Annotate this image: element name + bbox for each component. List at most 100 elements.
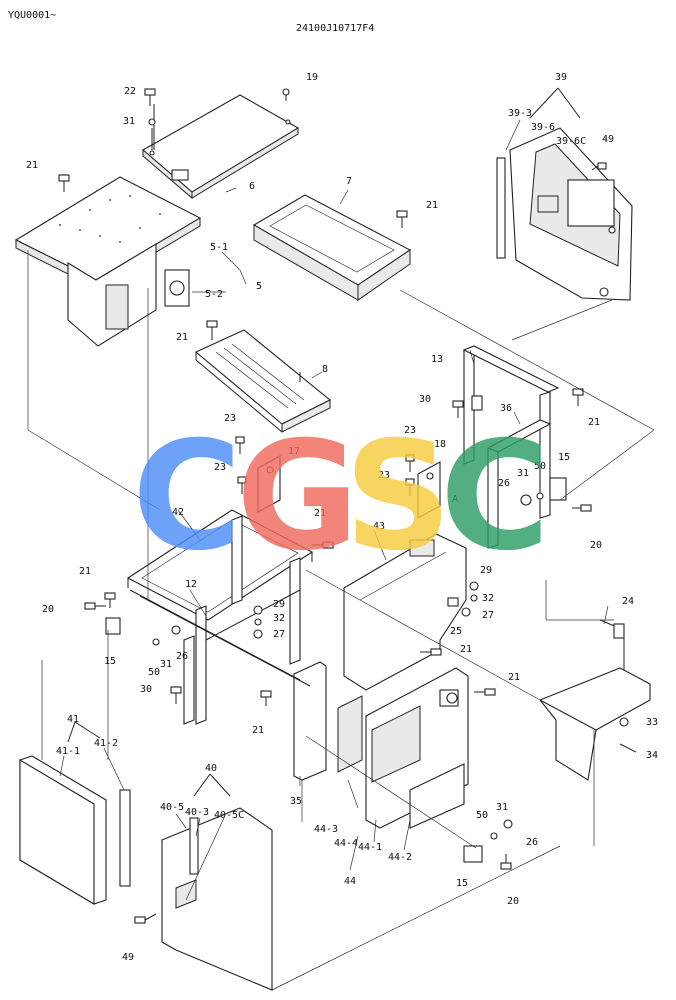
callout-5: 5 (256, 281, 262, 292)
callout-40-3: 40-3 (185, 807, 209, 818)
watermark-letter-c: C (132, 410, 242, 584)
callout-8: 8 (322, 364, 328, 375)
callout-18: 18 (434, 439, 446, 450)
callout-21: 21 (426, 200, 438, 211)
callout-27: 27 (482, 610, 494, 621)
callout-44: 44 (344, 876, 356, 887)
callout-31: 31 (160, 659, 172, 670)
callout-21: 21 (176, 332, 188, 343)
watermark-letter-g: G (236, 410, 359, 584)
callout-42: 42 (172, 507, 184, 518)
callout-15: 15 (104, 656, 116, 667)
fasteners (58, 88, 637, 924)
callout-33: 33 (646, 717, 658, 728)
callout-25: 25 (450, 626, 462, 637)
callout-21: 21 (460, 644, 472, 655)
callout-17: 17 (288, 446, 300, 457)
callout-20: 20 (507, 896, 519, 907)
callout-50: 50 (148, 667, 160, 678)
callout-21: 21 (79, 566, 91, 577)
callout-34: 34 (646, 750, 658, 761)
callout-labels: 22 19 31 6 21 7 21 5-1 5 5-2 21 8 39 39-… (26, 72, 658, 963)
callout-30: 30 (419, 394, 431, 405)
callout-26: 26 (176, 651, 188, 662)
callout-31: 31 (123, 116, 135, 127)
callout-15: 15 (456, 878, 468, 889)
part-39-door (496, 87, 633, 301)
callout-50: 50 (534, 461, 546, 472)
part-44-side-panel (337, 667, 469, 829)
callout-39-3: 39-3 (508, 108, 532, 119)
callout-19: 19 (306, 72, 318, 83)
callout-23: 23 (378, 470, 390, 481)
callout-23: 23 (214, 462, 226, 473)
callout-32: 32 (482, 593, 494, 604)
callout-23: 23 (404, 425, 416, 436)
callout-6: 6 (249, 181, 255, 192)
callout-24: 24 (622, 596, 634, 607)
callout-21: 21 (508, 672, 520, 683)
callout-26: 26 (526, 837, 538, 848)
callout-15: 15 (558, 452, 570, 463)
reference-mark-a: A (452, 494, 458, 505)
callout-13: 13 (431, 354, 443, 365)
part-13-36-rear-frame (462, 345, 567, 549)
callout-21: 21 (588, 417, 600, 428)
callout-22: 22 (124, 86, 136, 97)
callout-12: 12 (185, 579, 197, 590)
watermark-logo: C G S C (132, 410, 550, 584)
hinge-brackets (105, 617, 483, 863)
callout-23: 23 (224, 413, 236, 424)
callout-39-6: 39-6 (531, 122, 555, 133)
callout-44-4: 44-4 (334, 838, 358, 849)
callout-31: 31 (517, 468, 529, 479)
callout-39: 39 (555, 72, 567, 83)
callout-5-1: 5-1 (210, 242, 228, 253)
callout-39-6C: 39-6C (556, 136, 586, 147)
callout-27: 27 (273, 629, 285, 640)
callout-30: 30 (140, 684, 152, 695)
watermark-letter-c-2: C (440, 410, 550, 584)
callout-41-1: 41-1 (56, 746, 80, 757)
callout-26: 26 (498, 478, 510, 489)
callout-32: 32 (273, 613, 285, 624)
latch-assemblies (257, 455, 441, 519)
callout-36: 36 (500, 403, 512, 414)
callout-44-2: 44-2 (388, 852, 412, 863)
callout-5-2: 5-2 (205, 289, 223, 300)
callout-21: 21 (252, 725, 264, 736)
callout-44-1: 44-1 (358, 842, 382, 853)
watermark-letter-s: S (344, 410, 452, 584)
line-art (14, 87, 655, 991)
callout-40: 40 (205, 763, 217, 774)
callout-43: 43 (373, 521, 385, 532)
part-40-lower-door (161, 773, 273, 991)
leader-lines (59, 119, 609, 901)
part-7-mat-panel (252, 194, 412, 301)
callout-35: 35 (290, 796, 302, 807)
callout-41-2: 41-2 (94, 738, 118, 749)
callout-21: 21 (314, 508, 326, 519)
callout-31: 31 (496, 802, 508, 813)
assembly-lines (27, 250, 655, 991)
part-24-base-channel (539, 619, 651, 781)
callout-29: 29 (273, 599, 285, 610)
drawing-number: 24100J10717F4 (296, 23, 374, 34)
callout-21: 21 (26, 160, 38, 171)
part-6-cover-plate (142, 94, 300, 200)
callout-40-5: 40-5 (160, 802, 184, 813)
callout-29: 29 (480, 565, 492, 576)
callout-20: 20 (42, 604, 54, 615)
part-41-left-panel (19, 721, 131, 905)
part-12-42-main-frame (126, 509, 327, 781)
callout-50: 50 (476, 810, 488, 821)
callout-20: 20 (590, 540, 602, 551)
callout-49: 49 (602, 134, 614, 145)
callout-7: 7 (346, 176, 352, 187)
callout-49: 49 (122, 952, 134, 963)
callout-40-5C: 40-5C (214, 810, 244, 821)
part-8-step-plate (194, 329, 332, 433)
header-left-code: YQU0001~ (8, 10, 56, 21)
callout-41: 41 (67, 714, 79, 725)
